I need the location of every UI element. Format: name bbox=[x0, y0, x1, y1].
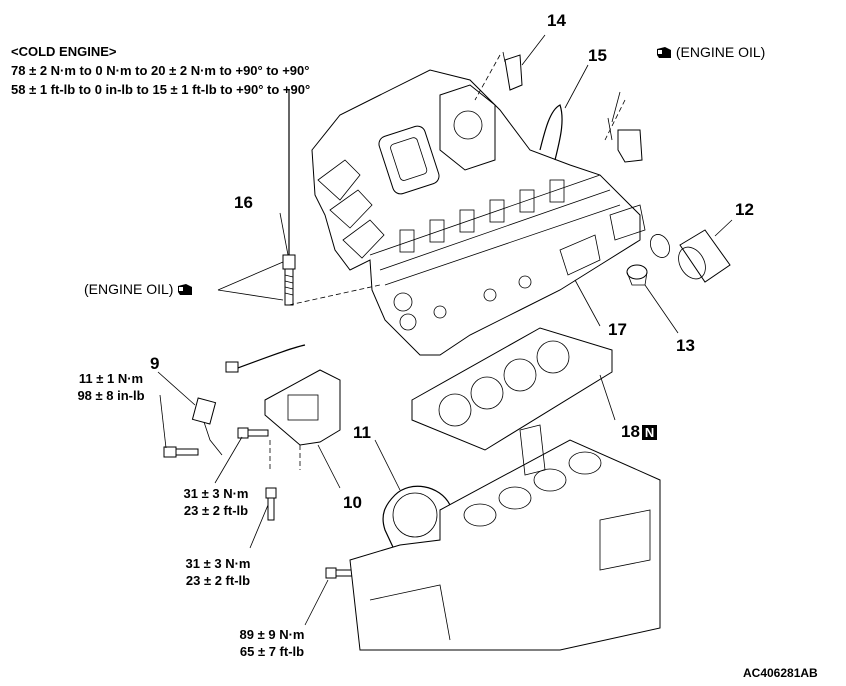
cold-engine-heading: <COLD ENGINE> bbox=[11, 44, 117, 59]
part-18-head-gasket bbox=[411, 327, 613, 451]
part-number-13: 13 bbox=[676, 336, 695, 355]
figure-code: AC406281AB bbox=[743, 666, 818, 680]
part-10-bracket bbox=[264, 369, 341, 470]
part-12-hose bbox=[678, 229, 731, 283]
part-number-15: 15 bbox=[588, 46, 607, 65]
torque-spec-1: 11 ± 1 N·m 98 ± 8 in-lb bbox=[77, 371, 145, 403]
engine-oil-label-top: (ENGINE OIL) bbox=[656, 45, 765, 60]
engine-oil-label-left: (ENGINE OIL) bbox=[84, 282, 193, 297]
part-15-hose bbox=[539, 104, 563, 161]
part-number-10: 10 bbox=[343, 493, 362, 512]
bolt-9 bbox=[163, 446, 199, 458]
part-number-9: 9 bbox=[150, 354, 160, 373]
part-number-17: 17 bbox=[608, 320, 627, 339]
oil-bracket bbox=[617, 129, 643, 163]
bolt-10-a bbox=[237, 427, 269, 439]
part-number-12: 12 bbox=[735, 200, 754, 219]
torque-spec-2: 31 ± 3 N·m 23 ± 2 ft-lb bbox=[183, 486, 249, 518]
part-number-16: 16 bbox=[234, 193, 253, 212]
part-9-sensor bbox=[191, 397, 223, 456]
part-number-11: 11 bbox=[353, 423, 371, 442]
part-number-14: 14 bbox=[547, 11, 566, 30]
torque-spec-3: 31 ± 3 N·m 23 ± 2 ft-lb bbox=[185, 556, 251, 588]
new-part-badge: N bbox=[641, 425, 658, 440]
cold-engine-torque-ftlb: 58 ± 1 ft-lb to 0 in-lb to 15 ± 1 ft-lb … bbox=[11, 82, 311, 97]
sensor-harness bbox=[231, 344, 306, 371]
part-13-fitting bbox=[626, 264, 648, 286]
bolt-10-b bbox=[265, 487, 277, 521]
torque-spec-4: 89 ± 9 N·m 65 ± 7 ft-lb bbox=[239, 627, 305, 659]
cylinder-head-assembly bbox=[311, 69, 646, 356]
engine-oil-icon bbox=[177, 282, 193, 296]
part-16-bolt bbox=[282, 90, 381, 306]
leader-lines bbox=[157, 34, 733, 626]
engine-oil-icon bbox=[656, 45, 672, 59]
hose-clamp bbox=[649, 234, 671, 258]
engine-block bbox=[349, 424, 661, 651]
part-14-fitting bbox=[502, 51, 523, 91]
cold-engine-torque-nm: 78 ± 2 N·m to 0 N·m to 20 ± 2 N·m to +90… bbox=[11, 63, 310, 78]
